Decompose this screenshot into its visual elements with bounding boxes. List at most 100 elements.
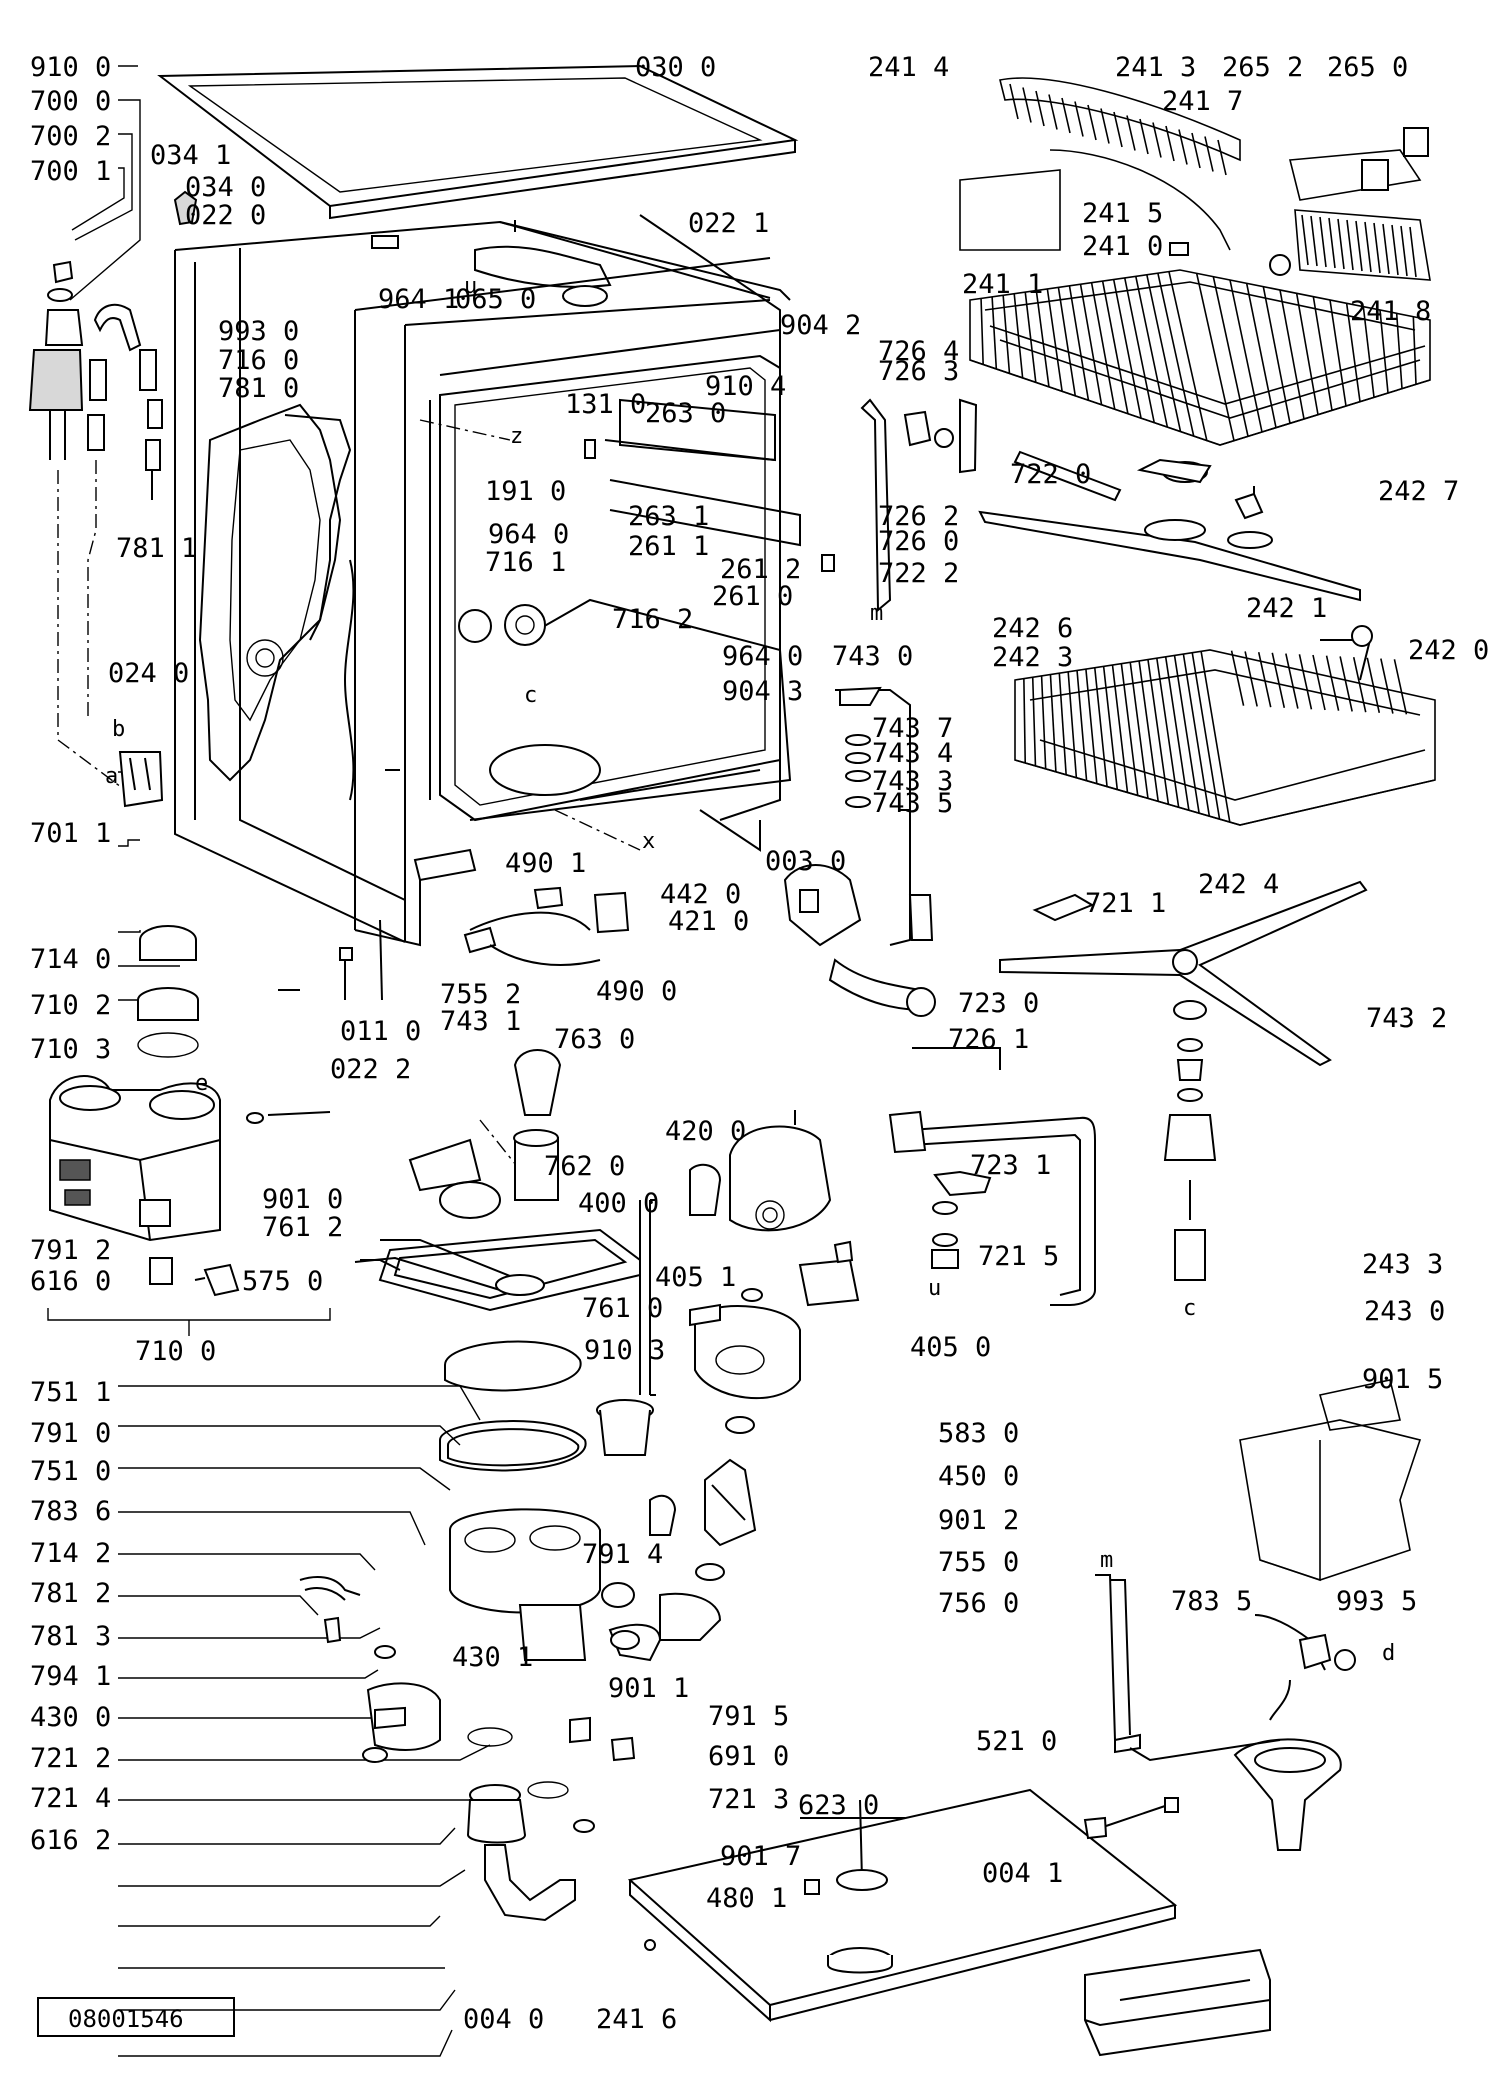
part-label: 993 5	[1336, 1586, 1417, 1617]
part-label: 761 0	[582, 1293, 663, 1324]
part-label: 722 2	[878, 558, 959, 589]
rack-wire	[1329, 299, 1347, 407]
rack-wire	[1111, 664, 1129, 793]
rack-wire	[1328, 217, 1336, 269]
part-label: 065 0	[455, 284, 536, 315]
rack-wire	[1165, 125, 1175, 162]
rack-wire	[1285, 653, 1299, 709]
part-label: 242 3	[992, 642, 1073, 673]
rack-wire	[1352, 656, 1367, 713]
rack-wire	[1068, 285, 1090, 401]
reference-letter: c	[1183, 1296, 1196, 1321]
part-label: 420 0	[665, 1116, 746, 1147]
rack-wire	[1295, 293, 1319, 415]
part-label: 243 3	[1362, 1249, 1443, 1280]
rack-wire	[1191, 652, 1221, 820]
part-label: 442 0	[660, 879, 741, 910]
part-label: 964 0	[722, 641, 803, 672]
drawing-number: 08001546	[68, 2005, 184, 2033]
rack-wire	[1195, 273, 1235, 441]
part-label: 243 0	[1364, 1296, 1445, 1327]
part-label: 710 3	[30, 1034, 111, 1065]
part-label: 691 0	[708, 1741, 789, 1772]
part-label: 723 0	[958, 988, 1039, 1019]
part-label: 241 8	[1350, 296, 1431, 327]
rack-wire	[1301, 214, 1309, 266]
part-label: 755 2	[440, 979, 521, 1010]
rack-wire	[1058, 673, 1067, 775]
rack-wire	[1126, 115, 1136, 151]
rack-wire	[1178, 129, 1188, 165]
rack-wire	[1023, 678, 1027, 763]
rack-wire	[1146, 274, 1182, 432]
part-label: 714 0	[30, 944, 111, 975]
rack-wire	[1040, 675, 1047, 769]
rack-wire	[1074, 101, 1084, 137]
part-label: 751 1	[30, 1377, 111, 1408]
part-label: 716 1	[485, 547, 566, 578]
part-label: 964 0	[488, 519, 569, 550]
rack-wire	[1391, 224, 1399, 276]
rack-wire	[1102, 666, 1119, 790]
part-label: 721 4	[30, 1783, 111, 1814]
part-label: 700 0	[30, 86, 111, 117]
rack-wire	[980, 298, 984, 365]
rack-wire	[1298, 654, 1313, 710]
part-label: 022 0	[185, 200, 266, 231]
rack-wire	[1157, 272, 1195, 437]
part-label: 743 0	[832, 641, 913, 672]
rack-wire	[1229, 279, 1263, 433]
part-label: 721 3	[708, 1784, 789, 1815]
rack-wire	[991, 296, 998, 369]
part-label: 726 0	[878, 526, 959, 557]
reference-letter: m	[1100, 1548, 1113, 1573]
rack-wire	[1168, 271, 1208, 441]
rack-wire	[1031, 677, 1037, 766]
part-label: 242 0	[1408, 635, 1489, 666]
tube-726-1	[888, 1047, 1096, 1306]
rack-wire	[1156, 658, 1180, 808]
part-label: 743 3	[872, 766, 953, 797]
part-label: 721 5	[978, 1241, 1059, 1272]
rack-wire	[1135, 276, 1169, 428]
part-label: 241 7	[1162, 86, 1243, 117]
part-label: 761 2	[262, 1212, 343, 1243]
part-label: 265 0	[1327, 52, 1408, 83]
rack-wire	[1024, 292, 1037, 383]
rack-wire	[1310, 215, 1318, 267]
rack-wire	[1009, 83, 1019, 120]
part-label: 794 1	[30, 1661, 111, 1692]
part-label: 583 0	[938, 1418, 1019, 1449]
rack-wire	[1147, 659, 1170, 805]
base-plate	[627, 1788, 1179, 2023]
rack-wire	[1076, 670, 1088, 781]
part-label: 726 3	[878, 356, 959, 387]
part-label: 700 2	[30, 121, 111, 152]
part-label: 400 0	[578, 1188, 659, 1219]
rack-wire	[1244, 651, 1258, 707]
part-label: 726 4	[878, 336, 959, 367]
part-label: 901 5	[1362, 1364, 1443, 1395]
part-label: 743 2	[1366, 1003, 1447, 1034]
part-label: 024 0	[108, 658, 189, 689]
part-label: 521 0	[976, 1726, 1057, 1757]
rack-wire	[1200, 651, 1231, 823]
rack-wire	[1061, 97, 1071, 134]
part-label: 131 0	[565, 389, 646, 420]
part-label: 743 4	[872, 738, 953, 769]
rack-wire	[1113, 111, 1123, 148]
part-label: 430 1	[452, 1642, 533, 1673]
rack-wire	[1395, 313, 1403, 389]
rack-wire	[1346, 219, 1354, 271]
part-label: 261 0	[712, 581, 793, 612]
part-label: 030 0	[635, 52, 716, 83]
reference-letter: x	[642, 829, 655, 854]
part-label: 781 1	[116, 533, 197, 564]
rack-wire	[1373, 222, 1381, 274]
part-label: 263 0	[645, 398, 726, 429]
part-label: 791 2	[30, 1235, 111, 1266]
part-label: 791 5	[708, 1701, 789, 1732]
rack-wire	[1412, 316, 1417, 385]
rack-wire	[1123, 277, 1155, 423]
